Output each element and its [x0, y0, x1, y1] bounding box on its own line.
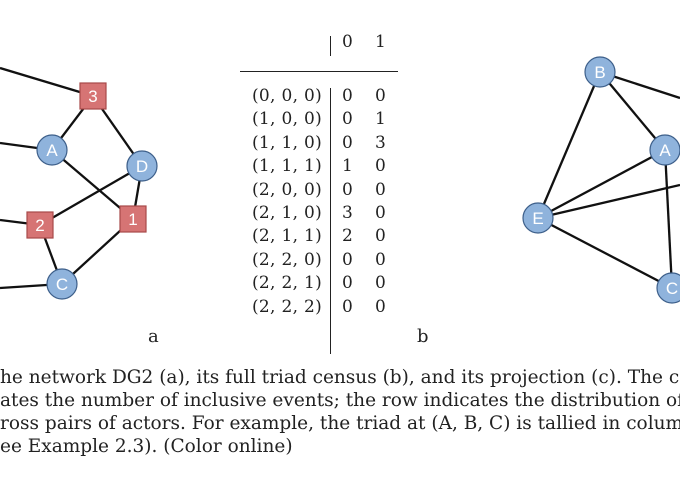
graph-c-edge — [537, 216, 673, 290]
graph-c-edge — [537, 183, 680, 220]
node-shape — [649, 134, 680, 166]
count-cell-0: 0 — [342, 109, 353, 130]
node-shape — [584, 56, 616, 88]
count-cell-1: 0 — [375, 296, 386, 317]
node-label: A — [46, 141, 58, 160]
caption-line: ates the number of inclusive events; the… — [0, 390, 680, 411]
graph-c-node-b: B — [584, 56, 616, 88]
figure-caption: he network DG2 (a), its full triad censu… — [0, 366, 680, 458]
graph-c-nodes: B A E C — [522, 56, 680, 304]
node-label: B — [594, 63, 605, 82]
graph-a-node-a: A — [36, 134, 68, 166]
panel-label-a: a — [148, 326, 159, 347]
panel-label-b: b — [417, 326, 429, 347]
count-cell-1: 3 — [375, 132, 386, 153]
triad-cell: (2, 1, 1) — [252, 226, 323, 247]
node-label: C — [56, 275, 68, 294]
count-cell-0: 1 — [342, 156, 353, 177]
triad-cell: (2, 1, 0) — [252, 203, 323, 223]
graph-c-node-c: C — [656, 272, 680, 304]
caption-line: ee Example 2.3). (Color online) — [0, 436, 293, 457]
count-cell-0: 0 — [342, 179, 353, 200]
graph-a-node-3: 3 — [79, 82, 107, 110]
count-cell-0: 0 — [342, 86, 353, 106]
count-cell-0: 2 — [342, 226, 353, 247]
count-cell-1: 0 — [375, 86, 386, 106]
node-label: 3 — [88, 87, 97, 106]
graph-c-edge — [663, 149, 674, 289]
triad-cell: (1, 0, 0) — [252, 109, 323, 130]
graph-c-edge — [599, 71, 666, 151]
table-header-cell: 1 — [375, 32, 386, 52]
triad-cell: (2, 0, 0) — [252, 179, 323, 200]
node-label: 2 — [35, 216, 44, 235]
node-shape — [46, 268, 78, 300]
caption-line: he network DG2 (a), its full triad censu… — [0, 367, 680, 388]
count-cell-0: 0 — [342, 296, 353, 317]
graph-c-edge — [536, 71, 602, 219]
count-cell-1: 0 — [375, 179, 386, 200]
node-shape — [36, 134, 68, 166]
network-dg2-graph: A C D 1 2 3 — [0, 66, 158, 300]
node-shape — [119, 205, 147, 233]
table-horizontal-rule — [240, 71, 398, 72]
count-cell-1: 0 — [375, 203, 386, 223]
node-shape — [26, 211, 54, 239]
graph-a-edges — [0, 66, 144, 290]
projection-graph: B A E C — [522, 56, 680, 304]
table-header-cell: 0 — [342, 32, 353, 52]
graph-a-node-c: C — [46, 268, 78, 300]
caption-line: ross pairs of actors. For example, the t… — [0, 413, 680, 434]
triad-cell: (2, 2, 2) — [252, 296, 323, 317]
table-vertical-rule — [330, 88, 331, 354]
graph-a-nodes: A C D 1 2 3 — [26, 82, 158, 300]
node-label: A — [659, 141, 671, 160]
graph-a-edge — [0, 66, 94, 98]
count-cell-1: 0 — [375, 156, 386, 177]
triad-cell: (0, 0, 0) — [252, 86, 323, 106]
node-label: 1 — [128, 210, 137, 229]
graph-a-node-2: 2 — [26, 211, 54, 239]
graph-a-node-1: 1 — [119, 205, 147, 233]
graph-c-node-e: E — [522, 202, 554, 234]
graph-c-edge — [537, 148, 666, 220]
count-cell-0: 3 — [342, 203, 353, 223]
node-shape — [79, 82, 107, 110]
node-label: D — [136, 157, 148, 176]
triad-cell: (1, 1, 0) — [252, 132, 323, 153]
count-cell-1: 0 — [375, 226, 386, 247]
node-shape — [126, 150, 158, 182]
node-shape — [656, 272, 680, 304]
count-cell-0: 0 — [342, 132, 353, 153]
count-cell-0: 0 — [342, 273, 353, 294]
triad-cell: (1, 1, 1) — [252, 156, 323, 177]
count-cell-1: 1 — [375, 109, 386, 130]
count-cell-1: 0 — [375, 273, 386, 294]
node-label: E — [532, 209, 543, 228]
graph-a-edge — [39, 165, 143, 226]
node-label: C — [666, 279, 678, 298]
table-vertical-rule — [330, 36, 331, 56]
triad-cell: (2, 2, 1) — [252, 273, 323, 294]
graph-a-node-d: D — [126, 150, 158, 182]
count-cell-0: 0 — [342, 249, 353, 270]
node-shape — [522, 202, 554, 234]
triad-cell: (2, 2, 0) — [252, 249, 323, 270]
graph-c-edges — [536, 70, 680, 290]
count-cell-1: 0 — [375, 249, 386, 270]
graph-c-node-a: A — [649, 134, 680, 166]
